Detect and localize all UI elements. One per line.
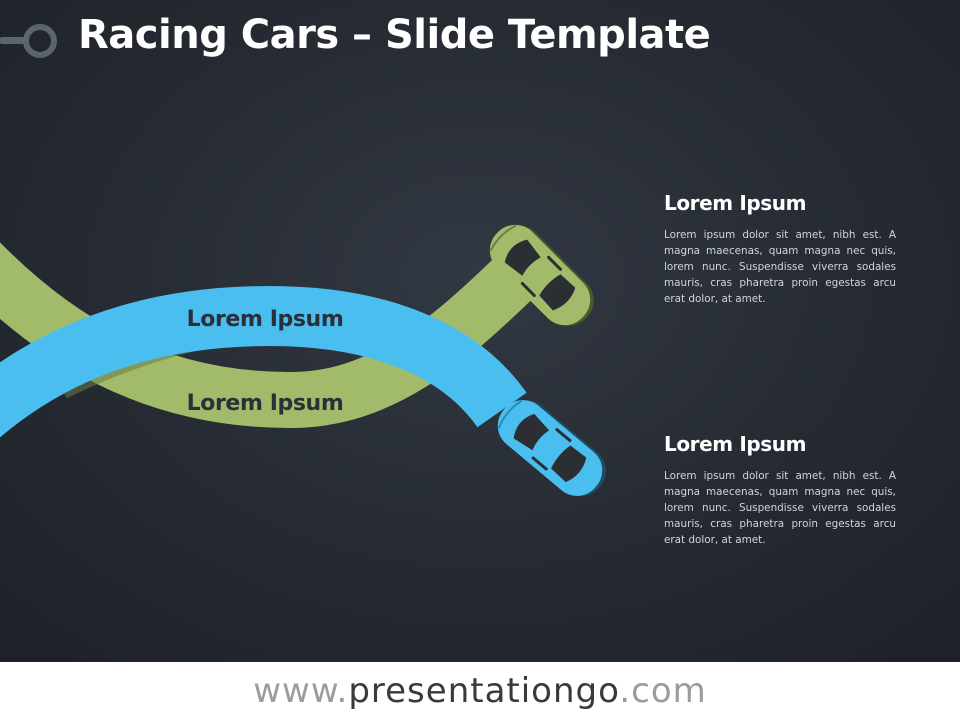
text-block-body: Lorem ipsum dolor sit amet, nibh est. A … <box>664 470 896 546</box>
text-block-body: Lorem ipsum dolor sit amet, nibh est. A … <box>664 229 896 305</box>
slide-title: Racing Cars – Slide Template <box>78 12 711 58</box>
text-block-heading: Lorem Ipsum <box>664 432 807 456</box>
green-car-icon <box>489 224 594 326</box>
slide: Racing Cars – Slide Template Lo <box>0 0 960 662</box>
key-ring-icon <box>0 24 57 58</box>
footer-url-prefix: www. <box>253 671 349 711</box>
blue-car-icon <box>497 399 606 497</box>
text-block-top: Lorem Ipsum Lorem ipsum dolor sit amet, … <box>664 191 896 307</box>
text-block-bottom: Lorem Ipsum Lorem ipsum dolor sit amet, … <box>664 432 896 548</box>
blue-track-label: Lorem Ipsum <box>187 307 344 332</box>
footer-url-domain: presentationgo <box>348 671 620 711</box>
text-block-heading: Lorem Ipsum <box>664 191 807 215</box>
blue-track <box>0 285 527 438</box>
green-track-label: Lorem Ipsum <box>187 391 344 416</box>
footer-url-suffix: .com <box>619 671 707 711</box>
racing-tracks: Lorem Ipsum Lorem Ipsum <box>0 224 606 497</box>
footer-url[interactable]: www.presentationgo.com <box>0 662 960 720</box>
